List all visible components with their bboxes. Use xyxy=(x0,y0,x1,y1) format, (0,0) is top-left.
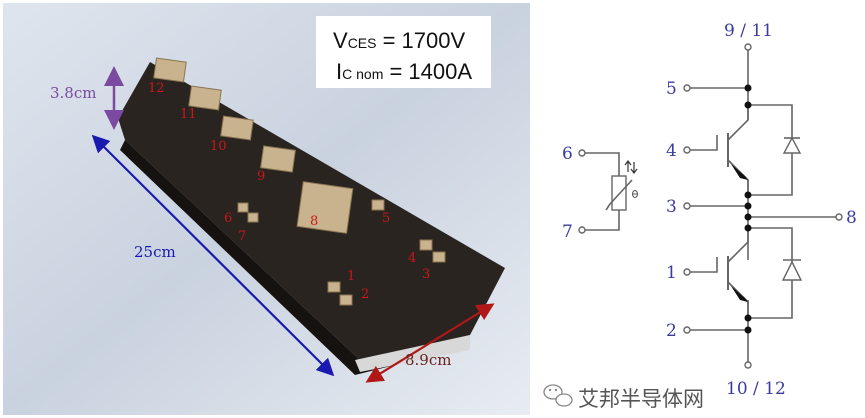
width-arrow xyxy=(365,303,495,383)
label-4: 4 xyxy=(666,141,677,161)
watermark-text: 艾邦半导体网 xyxy=(578,387,704,411)
length-label: 25cm xyxy=(134,243,176,261)
label-9-11: 9 / 11 xyxy=(724,21,773,41)
label-3: 3 xyxy=(666,197,677,217)
label-5: 5 xyxy=(666,79,677,99)
length-arrow xyxy=(91,134,335,377)
terminal-pad-11 xyxy=(188,85,222,111)
terminal-pad-3 xyxy=(432,251,446,263)
temperature-arrows-icon xyxy=(624,160,638,174)
terminal-label: 2 xyxy=(361,287,369,302)
terminal-label: 9 xyxy=(257,169,265,184)
spec-box xyxy=(316,16,491,88)
junction-dots xyxy=(744,84,752,334)
terminal-pad-8 xyxy=(296,181,354,234)
terminal-label: 7 xyxy=(238,229,246,244)
gate-bottom xyxy=(687,257,718,273)
gate-top xyxy=(687,135,718,151)
wechat-icon xyxy=(543,384,573,407)
igbt-bottom xyxy=(727,228,749,318)
watermark: 艾邦半导体网 xyxy=(543,384,704,411)
terminal-pad-9 xyxy=(260,145,296,173)
label-1: 1 xyxy=(666,263,677,283)
theta-symbol xyxy=(632,190,638,198)
terminal-pad-1 xyxy=(327,281,341,293)
thermistor-leads xyxy=(582,152,620,231)
terminal-label: 1 xyxy=(347,269,355,284)
terminal-label: 6 xyxy=(224,211,232,226)
label-2: 2 xyxy=(666,321,677,341)
terminal-pad-4 xyxy=(419,239,433,251)
igbt-top xyxy=(727,105,749,195)
terminal-pad-12 xyxy=(153,57,187,83)
label-8: 8 xyxy=(846,208,857,228)
emitter-arrow-icon xyxy=(731,164,748,180)
spec-ic-nom: IC nom = 1400A xyxy=(336,59,472,84)
terminal-pad-5 xyxy=(371,199,385,211)
diode-bottom-icon xyxy=(781,260,803,281)
circuit-schematic: 9 / 11 5 4 3 1 2 6 7 8 10 / 12 xyxy=(562,21,857,399)
thermistor-slash xyxy=(605,179,633,211)
terminal-pad-7 xyxy=(247,212,259,223)
spec-vces: VCES = 1700V xyxy=(333,28,465,53)
width-label: 8.9cm xyxy=(405,351,451,369)
terminal-label: 11 xyxy=(180,107,197,122)
label-10-12: 10 / 12 xyxy=(726,379,786,399)
terminal-label: 3 xyxy=(422,267,430,282)
terminal-label: 8 xyxy=(310,214,318,229)
label-6: 6 xyxy=(562,144,573,164)
module-photo: 12 11 10 9 8 6 7 5 4 3 1 2 VCES = 1700V … xyxy=(3,3,530,415)
terminal-leads xyxy=(687,87,839,331)
terminal-label: 12 xyxy=(148,81,165,96)
terminal-label: 10 xyxy=(210,139,227,154)
terminal-label: 4 xyxy=(408,251,416,266)
diode-top-icon xyxy=(782,136,802,154)
label-7: 7 xyxy=(562,222,573,242)
diode-bottom-loop xyxy=(748,227,793,319)
terminal-label: 5 xyxy=(382,211,390,226)
terminal-circles xyxy=(578,43,843,369)
terminal-pad-2 xyxy=(339,294,353,306)
emitter-arrow-icon xyxy=(731,286,748,302)
terminal-pad-6 xyxy=(237,202,249,213)
height-label: 3.8cm xyxy=(50,84,96,102)
terminal-pad-10 xyxy=(220,115,254,141)
